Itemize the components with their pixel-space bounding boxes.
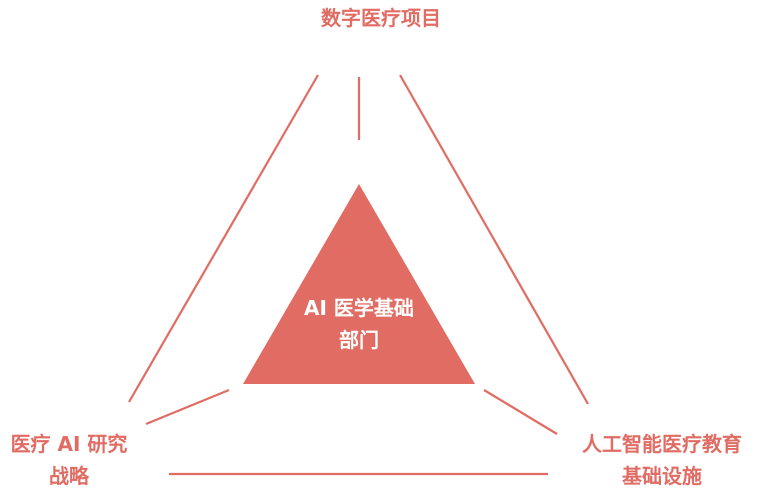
connector-top-left xyxy=(128,74,319,403)
connector-top-right xyxy=(399,74,589,405)
connector-lower-right xyxy=(483,389,558,435)
center-triangle xyxy=(243,184,475,384)
center-line2: 部门 xyxy=(339,328,379,352)
node-bottom-right-label: 人工智能医疗教育 基础设施 xyxy=(555,428,763,492)
node-bottom-right-line1: 人工智能医疗教育 xyxy=(582,432,742,456)
node-top-line1: 数字医疗项目 xyxy=(321,6,441,30)
node-bottom-right-line2: 基础设施 xyxy=(622,464,702,488)
node-bottom-left-line2: 战略 xyxy=(49,464,89,488)
node-bottom-left-line1: 医疗 AI 研究 xyxy=(10,432,128,456)
node-bottom-left-label: 医疗 AI 研究 战略 xyxy=(0,428,144,492)
center-line1: AI 医学基础 xyxy=(304,296,414,320)
node-top-label: 数字医疗项目 xyxy=(261,2,501,34)
connector-lower-left xyxy=(145,388,230,426)
center-node-label: AI 医学基础 部门 xyxy=(259,292,459,356)
